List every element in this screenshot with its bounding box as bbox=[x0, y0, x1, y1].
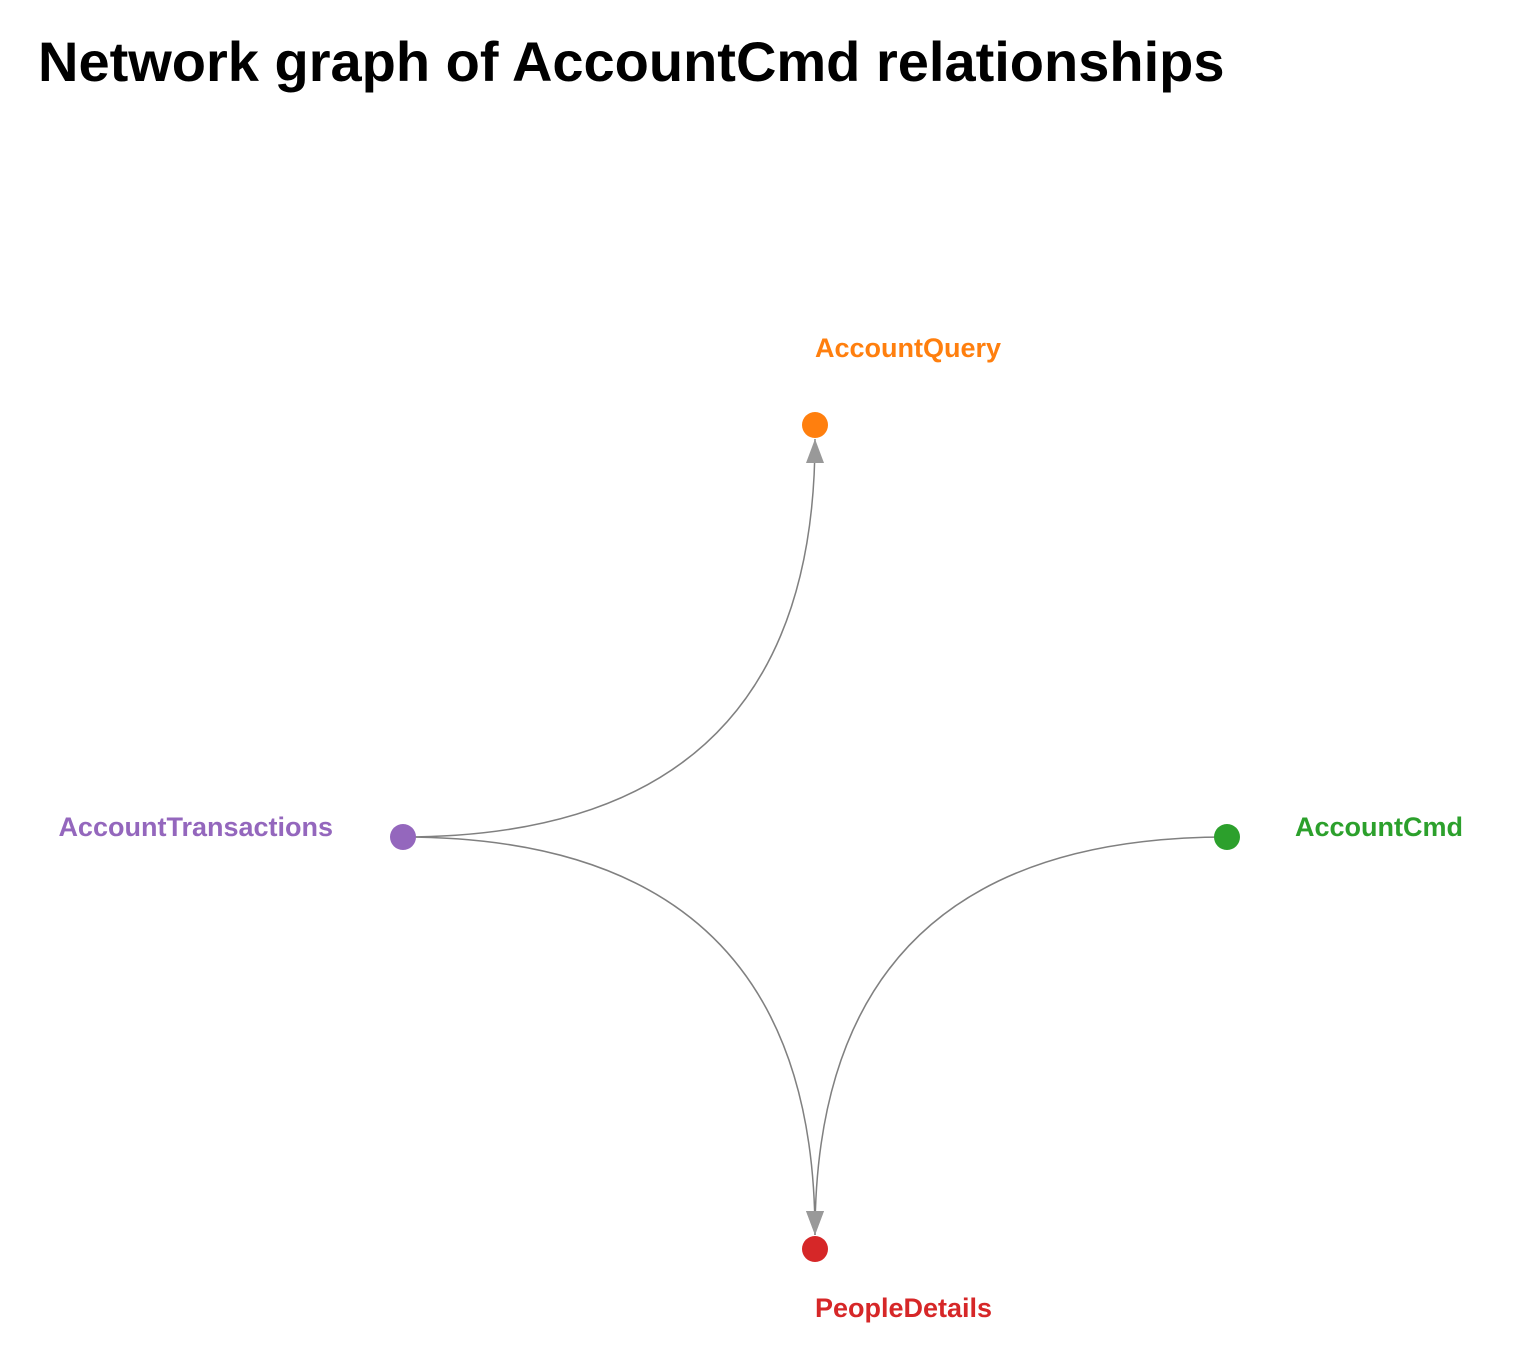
node-label-account-query: AccountQuery bbox=[815, 333, 1001, 363]
nodes-layer bbox=[390, 412, 1240, 1262]
edge-account-transactions-to-account-query bbox=[402, 438, 816, 838]
node-label-account-transactions: AccountTransactions bbox=[58, 812, 333, 842]
edges-layer bbox=[402, 438, 1228, 1236]
node-people-details bbox=[802, 1236, 828, 1262]
arrowhead-account-query bbox=[806, 439, 824, 463]
node-account-query bbox=[802, 412, 828, 438]
node-label-account-cmd: AccountCmd bbox=[1295, 812, 1463, 842]
page-title: Network graph of AccountCmd relationship… bbox=[38, 30, 1225, 93]
node-account-cmd bbox=[1214, 824, 1240, 850]
edge-account-cmd-to-people-details bbox=[814, 836, 1228, 1236]
node-account-transactions bbox=[390, 824, 416, 850]
arrowhead-people-details bbox=[806, 1211, 824, 1235]
node-label-people-details: PeopleDetails bbox=[815, 1293, 992, 1323]
edge-account-transactions-to-people-details bbox=[402, 836, 816, 1236]
